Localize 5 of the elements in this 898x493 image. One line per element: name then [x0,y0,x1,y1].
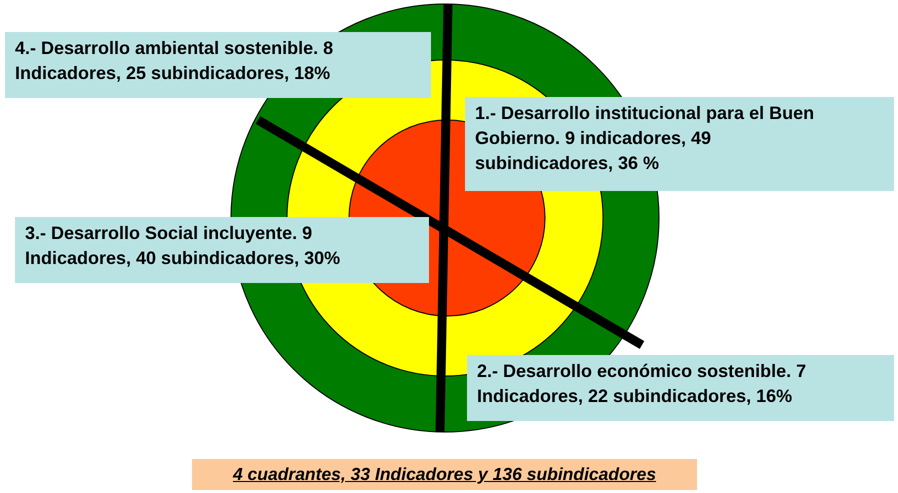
caption: 4 cuadrantes, 33 Indicadores y 136 subindicadores [192,459,697,490]
label-box: 1.- Desarrollo institucional para el Buen Gobierno. 9 indicadores, 49 subindicadores, 36 % [465,97,894,191]
label-box: 3.- Desarrollo Social incluyente. 9 Indicadores, 40 subindicadores, 30% [15,217,429,283]
label-box: 2.- Desarrollo económico sostenible. 7 Indicadores, 22 subindicadores, 16% [467,355,894,421]
label-box: 4.- Desarrollo ambiental sostenible. 8 Indicadores, 25 subindicadores, 18% [5,32,431,98]
